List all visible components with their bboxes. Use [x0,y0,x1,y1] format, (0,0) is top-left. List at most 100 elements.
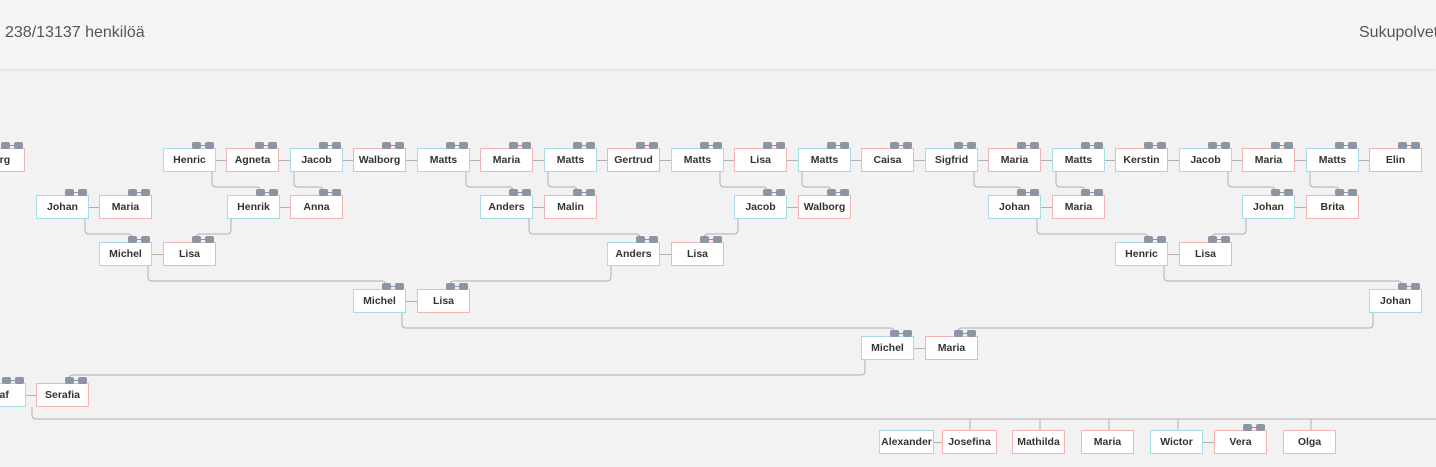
person-card-generation-2-1[interactable]: Maria [925,336,978,360]
expand-toggle-icon[interactable] [700,236,722,243]
person-card-generation-5-9[interactable]: Maria [1052,195,1105,219]
person-card-generation-6-8[interactable]: Gertrud [607,148,660,172]
expand-toggle-icon[interactable] [1335,189,1357,196]
expand-toggle-icon[interactable] [1081,142,1103,149]
expand-toggle-icon[interactable] [65,189,87,196]
person-card-generation-6-15[interactable]: Matts [1052,148,1105,172]
person-card-generation-6-17[interactable]: Jacob [1179,148,1232,172]
person-card-children-0[interactable]: Alexander [879,430,934,454]
expand-toggle-icon[interactable] [763,189,785,196]
expand-toggle-icon[interactable] [1271,189,1293,196]
person-card-generation-6-12[interactable]: Caisa [861,148,914,172]
person-card-generation-5-10[interactable]: Johan [1242,195,1295,219]
expand-toggle-icon[interactable] [192,142,214,149]
person-card-generation-6-20[interactable]: Elin [1369,148,1422,172]
expand-toggle-icon[interactable] [2,377,24,384]
person-card-generation-3-1[interactable]: Lisa [417,289,470,313]
expand-toggle-icon[interactable] [1208,236,1230,243]
expand-toggle-icon[interactable] [446,142,468,149]
expand-toggle-icon[interactable] [573,189,595,196]
person-card-generation-1-0[interactable]: staf [0,383,26,407]
person-card-generation-6-18[interactable]: Maria [1242,148,1295,172]
person-card-generation-6-7[interactable]: Matts [544,148,597,172]
expand-toggle-icon[interactable] [509,189,531,196]
expand-toggle-icon[interactable] [446,283,468,290]
expand-toggle-icon[interactable] [763,142,785,149]
generations-selector[interactable]: Sukupolvet [1359,24,1436,41]
expand-toggle-icon[interactable] [1271,142,1293,149]
expand-toggle-icon[interactable] [382,142,404,149]
person-card-generation-5-11[interactable]: Brita [1306,195,1359,219]
expand-toggle-icon[interactable] [827,189,849,196]
expand-toggle-icon[interactable] [1081,189,1103,196]
person-card-children-3[interactable]: Maria [1081,430,1134,454]
expand-toggle-icon[interactable] [256,189,278,196]
expand-toggle-icon[interactable] [827,142,849,149]
person-card-generation-6-10[interactable]: Lisa [734,148,787,172]
person-card-generation-6-19[interactable]: Matts [1306,148,1359,172]
family-tree-canvas[interactable]: borgHenricAgnetaJacobWalborgMattsMariaMa… [0,70,1436,467]
person-card-generation-6-9[interactable]: Matts [671,148,724,172]
expand-toggle-icon[interactable] [128,236,150,243]
expand-toggle-icon[interactable] [1243,424,1265,431]
person-card-generation-1-1[interactable]: Serafia [36,383,89,407]
person-card-generation-5-6[interactable]: Jacob [734,195,787,219]
expand-toggle-icon[interactable] [319,142,341,149]
expand-toggle-icon[interactable] [255,142,277,149]
person-card-generation-6-2[interactable]: Agneta [226,148,279,172]
person-card-generation-5-8[interactable]: Johan [988,195,1041,219]
person-card-generation-5-5[interactable]: Malin [544,195,597,219]
expand-toggle-icon[interactable] [1208,142,1230,149]
person-card-children-2[interactable]: Mathilda [1012,430,1065,454]
expand-toggle-icon[interactable] [1,142,23,149]
person-card-generation-4-3[interactable]: Lisa [671,242,724,266]
person-card-generation-5-2[interactable]: Henrik [227,195,280,219]
person-card-generation-2-0[interactable]: Michel [861,336,914,360]
person-card-generation-6-16[interactable]: Kerstin [1115,148,1168,172]
expand-toggle-icon[interactable] [1398,142,1420,149]
person-card-children-6[interactable]: Olga [1283,430,1336,454]
person-card-generation-5-0[interactable]: Johan [36,195,89,219]
person-card-generation-4-5[interactable]: Lisa [1179,242,1232,266]
expand-toggle-icon[interactable] [382,283,404,290]
expand-toggle-icon[interactable] [192,236,214,243]
person-card-children-4[interactable]: Wictor [1150,430,1203,454]
expand-toggle-icon[interactable] [700,142,722,149]
expand-toggle-icon[interactable] [1335,142,1357,149]
expand-toggle-icon[interactable] [319,189,341,196]
person-card-generation-6-4[interactable]: Walborg [353,148,406,172]
person-card-generation-4-0[interactable]: Michel [99,242,152,266]
person-card-children-5[interactable]: Vera [1214,430,1267,454]
person-card-generation-3-0[interactable]: Michel [353,289,406,313]
person-card-generation-6-3[interactable]: Jacob [290,148,343,172]
expand-toggle-icon[interactable] [1017,142,1039,149]
person-card-generation-6-6[interactable]: Maria [480,148,533,172]
person-card-generation-5-1[interactable]: Maria [99,195,152,219]
person-card-generation-6-1[interactable]: Henric [163,148,216,172]
person-card-generation-5-4[interactable]: Anders [480,195,533,219]
person-card-generation-4-4[interactable]: Henric [1115,242,1168,266]
expand-toggle-icon[interactable] [954,330,976,337]
person-card-generation-6-5[interactable]: Matts [417,148,470,172]
expand-toggle-icon[interactable] [128,189,150,196]
person-card-generation-6-13[interactable]: Sigfrid [925,148,978,172]
expand-toggle-icon[interactable] [636,142,658,149]
expand-toggle-icon[interactable] [1398,283,1420,290]
person-card-generation-6-0[interactable]: borg [0,148,25,172]
expand-toggle-icon[interactable] [636,236,658,243]
expand-toggle-icon[interactable] [573,142,595,149]
expand-toggle-icon[interactable] [1144,142,1166,149]
expand-toggle-icon[interactable] [509,142,531,149]
person-card-children-1[interactable]: Josefina [942,430,997,454]
expand-toggle-icon[interactable] [890,330,912,337]
person-card-generation-4-1[interactable]: Lisa [163,242,216,266]
person-card-generation-3-2[interactable]: Johan [1369,289,1422,313]
expand-toggle-icon[interactable] [65,377,87,384]
person-card-generation-5-7[interactable]: Walborg [798,195,851,219]
expand-toggle-icon[interactable] [890,142,912,149]
person-card-generation-5-3[interactable]: Anna [290,195,343,219]
expand-toggle-icon[interactable] [1144,236,1166,243]
person-card-generation-6-11[interactable]: Matts [798,148,851,172]
person-card-generation-6-14[interactable]: Maria [988,148,1041,172]
expand-toggle-icon[interactable] [1017,189,1039,196]
